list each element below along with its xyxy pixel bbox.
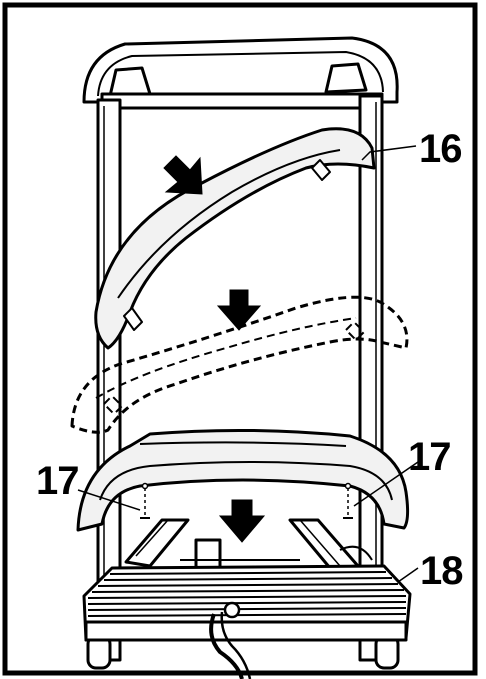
callout-17-left: 17 [36, 459, 79, 503]
arrow-icon [164, 156, 202, 194]
callout-17-right: 17 [408, 435, 451, 479]
treadmill-base-part-18 [84, 566, 410, 679]
arrow-icon [220, 500, 264, 542]
callout-16: 16 [419, 127, 462, 171]
callout-18: 18 [420, 549, 463, 593]
